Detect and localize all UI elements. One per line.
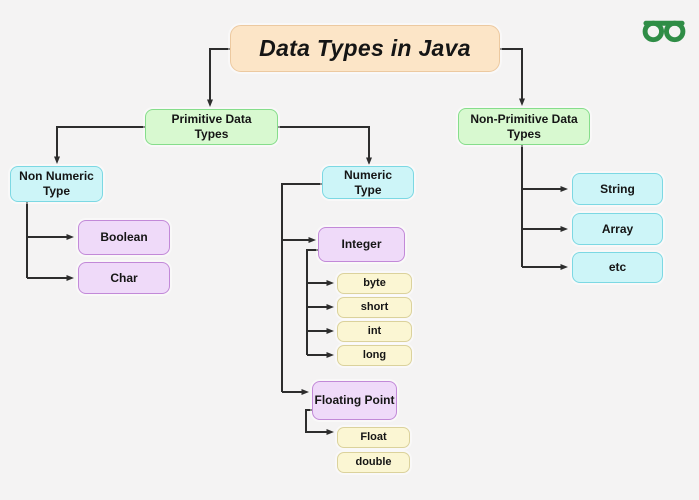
node-title: Data Types in Java <box>230 25 500 72</box>
node-etc: etc <box>572 252 663 283</box>
node-numeric-type: Numeric Type <box>322 166 414 199</box>
node-short: short <box>337 297 412 318</box>
node-double: double <box>337 452 410 473</box>
node-boolean: Boolean <box>78 220 170 255</box>
node-array: Array <box>572 213 663 245</box>
node-non-primitive-data-types: Non-Primitive Data Types <box>458 108 590 145</box>
node-char: Char <box>78 262 170 294</box>
node-byte: byte <box>337 273 412 294</box>
node-integer: Integer <box>318 227 405 262</box>
geeksforgeeks-logo-icon <box>642 20 686 43</box>
node-long: long <box>337 345 412 366</box>
node-float: Float <box>337 427 410 448</box>
node-non-numeric-type: Non Numeric Type <box>10 166 103 202</box>
node-primitive-data-types: Primitive Data Types <box>145 109 278 145</box>
node-int: int <box>337 321 412 342</box>
node-floating-point: Floating Point <box>312 381 397 420</box>
node-string: String <box>572 173 663 205</box>
